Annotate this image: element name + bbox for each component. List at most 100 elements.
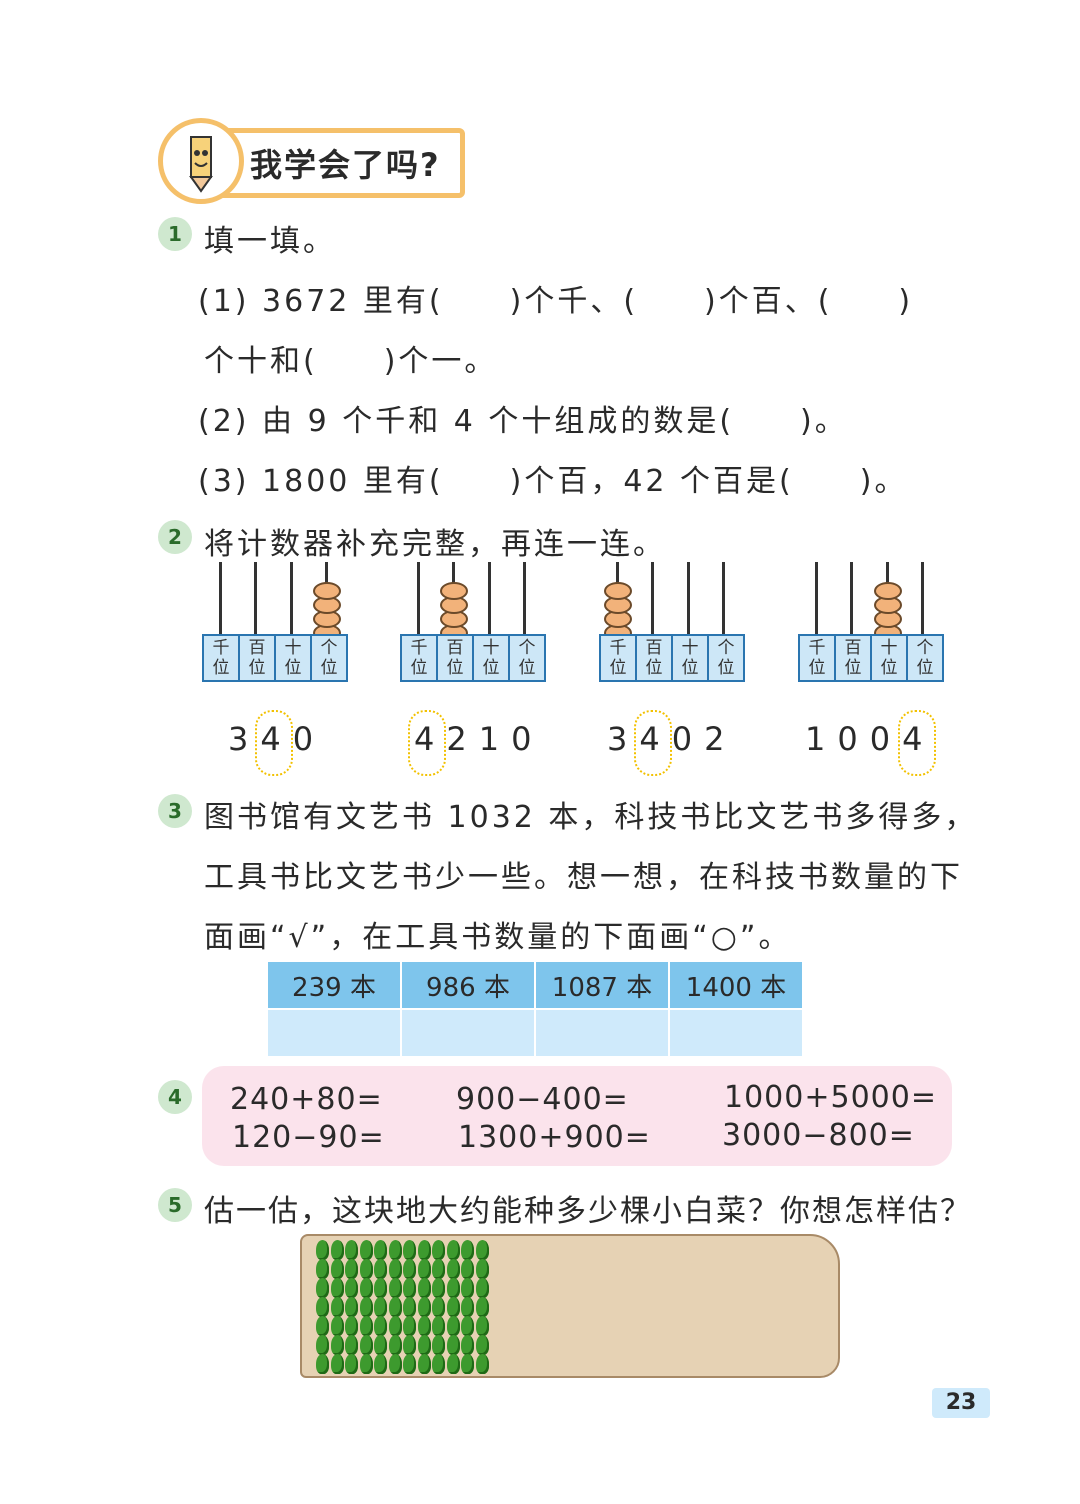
abacus-rod — [254, 562, 257, 634]
answer-cell[interactable] — [400, 1008, 536, 1058]
abacus-base: 千 位百 位十 位个 位 — [798, 634, 944, 682]
abacus-4: 千 位百 位十 位个 位 — [798, 562, 944, 682]
cabbage-icon — [316, 1278, 329, 1298]
calc-item[interactable]: 1300+900= — [458, 1120, 651, 1155]
section-badge: 我学会了吗? — [158, 118, 466, 204]
cabbage-icon — [475, 1316, 489, 1336]
cabbage-icon — [345, 1335, 358, 1355]
cabbage-icon — [446, 1354, 460, 1374]
abacus-rod — [687, 562, 690, 634]
place-label: 千 位 — [601, 636, 637, 680]
cabbage-icon — [330, 1240, 344, 1260]
cabbage-icon — [359, 1278, 373, 1298]
cabbage-icon — [417, 1297, 431, 1317]
q4-number: 4 — [158, 1080, 192, 1114]
cabbage-icon — [345, 1316, 358, 1336]
cabbage-icon — [446, 1297, 460, 1317]
cabbage-icon — [432, 1278, 445, 1298]
answer-cell[interactable] — [266, 1008, 402, 1058]
q5-title: 估一估，这块地大约能种多少棵小白菜？你想怎样估？ — [204, 1194, 972, 1229]
highlight-oval — [898, 710, 936, 776]
place-label: 个 位 — [717, 638, 735, 678]
place-label: 百 位 — [637, 636, 673, 680]
place-label: 千 位 — [800, 636, 836, 680]
answer-cell[interactable] — [534, 1008, 670, 1058]
cabbage-icon — [432, 1240, 445, 1260]
cabbage-icon — [403, 1259, 416, 1279]
place-label: 千 位 — [402, 636, 438, 680]
abacus-3: 千 位百 位十 位个 位 — [599, 562, 745, 682]
field-illustration — [300, 1234, 840, 1378]
cabbage-icon — [403, 1278, 416, 1298]
place-label: 个 位 — [320, 638, 338, 678]
cabbage-icon — [417, 1354, 431, 1374]
cabbage-icon — [432, 1335, 445, 1355]
cabbage-icon — [374, 1240, 387, 1260]
cabbage-icon — [345, 1278, 358, 1298]
abacus-rod — [488, 562, 491, 634]
cabbage-icon — [446, 1240, 460, 1260]
abacus-rod — [850, 562, 853, 634]
cabbage-icon — [316, 1259, 329, 1279]
q1-line3: (2) 由 9 个千和 4 个十组成的数是( )。 — [198, 404, 848, 439]
cabbage-icon — [359, 1354, 373, 1374]
abacus-rod — [290, 562, 293, 634]
page-number: 23 — [932, 1388, 990, 1418]
abacus-bead — [313, 582, 341, 600]
place-label: 百 位 — [836, 636, 872, 680]
cabbage-icon — [374, 1335, 387, 1355]
cabbage-icon — [403, 1335, 416, 1355]
cabbage-icon — [432, 1354, 445, 1374]
answer-cell[interactable] — [668, 1008, 804, 1058]
cabbage-icon — [475, 1297, 489, 1317]
calc-item[interactable]: 240+80= — [230, 1082, 383, 1117]
calc-item[interactable]: 120−90= — [232, 1120, 385, 1155]
cabbage-icon — [359, 1335, 373, 1355]
calc-item[interactable]: 1000+5000= — [724, 1080, 937, 1115]
cabbage-icon — [446, 1335, 460, 1355]
q1-line4: (3) 1800 里有( )个百，42 个百是( )。 — [198, 464, 908, 499]
highlight-oval — [634, 710, 672, 776]
abacus-1: 千 位百 位十 位个 位 — [202, 562, 348, 682]
highlight-oval — [408, 710, 446, 776]
table-header: 1087 本 — [534, 960, 670, 1010]
cabbage-icon — [330, 1297, 344, 1317]
calc-item[interactable]: 900−400= — [456, 1082, 629, 1117]
cabbage-icon — [475, 1240, 489, 1260]
calc-item[interactable]: 3000−800= — [722, 1118, 915, 1153]
cabbage-icon — [388, 1259, 402, 1279]
cabbage-icon — [374, 1354, 387, 1374]
highlight-oval — [255, 710, 293, 776]
abacus-rod — [815, 562, 818, 634]
place-label: 百 位 — [240, 636, 276, 680]
abacus-rod — [523, 562, 526, 634]
place-label: 十 位 — [276, 636, 312, 680]
cabbage-icon — [446, 1278, 460, 1298]
table-header: 239 本 — [266, 960, 402, 1010]
abacus-rod — [722, 562, 725, 634]
cabbage-icon — [316, 1316, 329, 1336]
q2-title: 将计数器补充完整，再连一连。 — [204, 527, 666, 562]
cabbage-icon — [475, 1278, 489, 1298]
cabbage-icon — [417, 1259, 431, 1279]
abacus-base: 千 位百 位十 位个 位 — [400, 634, 546, 682]
cabbage-icon — [374, 1316, 387, 1336]
cabbage-icon — [316, 1354, 329, 1374]
cabbage-icon — [461, 1297, 474, 1317]
abacus-bead — [874, 582, 902, 600]
place-label: 十 位 — [474, 636, 510, 680]
q1-title: 填一填。 — [204, 224, 336, 259]
cabbage-icon — [345, 1297, 358, 1317]
cabbage-icon — [417, 1316, 431, 1336]
cabbage-icon — [330, 1316, 344, 1336]
cabbage-icon — [432, 1316, 445, 1336]
q1-line1: (1) 3672 里有( )个千、( )个百、( ) — [198, 284, 914, 319]
cabbage-icon — [316, 1297, 329, 1317]
cabbage-icon — [330, 1259, 344, 1279]
place-label: 个 位 — [916, 638, 934, 678]
pencil-mascot-icon — [158, 118, 244, 204]
place-label: 十 位 — [872, 636, 908, 680]
place-label: 千 位 — [204, 636, 240, 680]
place-label: 百 位 — [438, 636, 474, 680]
cabbage-icon — [446, 1316, 460, 1336]
